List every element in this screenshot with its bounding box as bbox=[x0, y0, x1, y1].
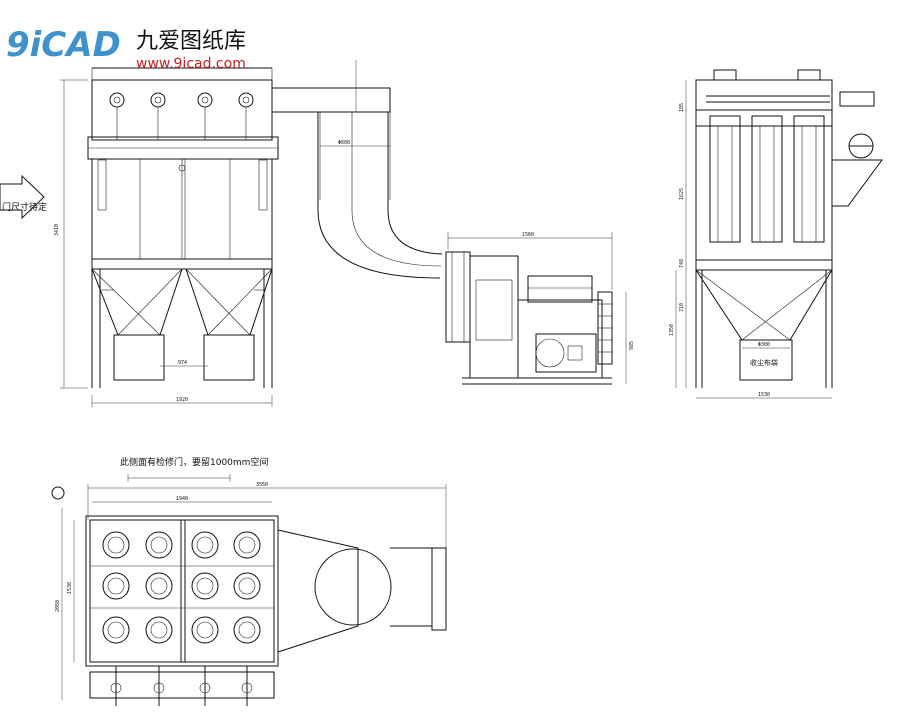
view-circle-icon bbox=[51, 486, 65, 500]
watermark-url: www.9icad.com bbox=[136, 56, 246, 72]
dim-side-outlet: Φ300 bbox=[758, 342, 770, 348]
dim-fan-height: 985 bbox=[629, 341, 635, 350]
ash-box-label: 收尘布袋 bbox=[750, 358, 778, 367]
dim-side-leg: 1350 bbox=[669, 324, 675, 336]
side-view: 收尘布袋 185 1625 748 710 1350 Φ300 1530 bbox=[669, 69, 883, 399]
dim-side-width: 1530 bbox=[758, 392, 770, 398]
right-arrow-icon bbox=[0, 174, 45, 220]
dim-side-top: 185 bbox=[679, 103, 685, 112]
dim-side-hopper: 710 bbox=[679, 303, 685, 312]
dim-hopper-gap: 974 bbox=[178, 360, 187, 366]
duct: Φ600 bbox=[271, 60, 443, 279]
watermark-brand-latin: 9iCAD bbox=[6, 25, 121, 65]
dim-plan-body: 1940 bbox=[176, 496, 188, 502]
dim-fan-width: 1560 bbox=[522, 232, 534, 238]
arrow-note: 门尺寸待定 bbox=[2, 201, 47, 213]
dim-front-width: 1920 bbox=[176, 397, 188, 403]
dim-plan-depth-total: 2050 bbox=[55, 600, 61, 612]
watermark: 9iCAD 九爱图纸库 www.9icad.com bbox=[6, 25, 246, 72]
front-view: 3410 1920 974 bbox=[54, 67, 279, 407]
filter-grid bbox=[102, 531, 261, 644]
dim-side-bag: 1625 bbox=[679, 188, 685, 200]
plan-view: 此侧面有检修门，要留1000mm空间 3550 1940 bbox=[51, 456, 447, 706]
watermark-brand-cn: 九爱图纸库 bbox=[136, 29, 246, 54]
dim-duct-dia: Φ600 bbox=[338, 140, 350, 146]
dim-front-height: 3410 bbox=[54, 224, 60, 236]
dim-side-hopper-top: 748 bbox=[679, 259, 685, 268]
fan-view: 1560 985 bbox=[445, 232, 635, 385]
valve-row bbox=[109, 92, 254, 140]
dim-plan-depth: 1530 bbox=[67, 582, 73, 594]
bottom-note: 此侧面有检修门，要留1000mm空间 bbox=[120, 456, 268, 468]
dim-plan-overall: 3550 bbox=[256, 482, 268, 488]
